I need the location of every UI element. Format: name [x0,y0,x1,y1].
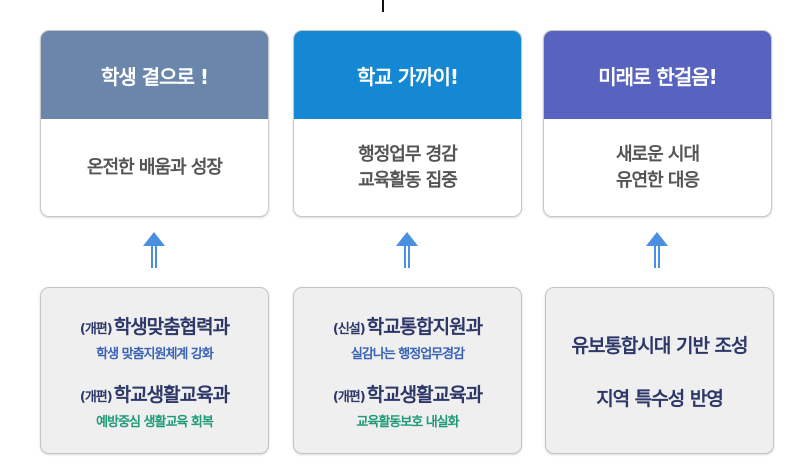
goal-card-body: 새로운 시대 유연한 대응 [544,119,771,216]
department-tag: (개편) [79,321,113,337]
department-name: (개편)학교생활교육과 [79,380,230,407]
department-name: (신설)학교통합지원과 [332,312,483,339]
goal-card-line: 새로운 시대 [615,143,700,165]
department-name: (개편)학교생활교육과 [332,380,483,407]
goal-card-body: 온전한 배움과 성장 [41,119,268,216]
department-tag: (개편) [79,389,113,405]
goal-card-line: 교육활동 집중 [358,169,458,191]
department-box-1: (개편)학생맞춤협력과 학생 맞춤지원체계 강화 (개편)학교생활교육과 예방중… [40,287,269,454]
goal-card-header: 미래로 한걸음! [544,31,771,119]
department-name: (개편)학생맞춤협력과 [79,312,230,339]
department-desc: 학생 맞춤지원체계 강화 [96,346,214,362]
initiative-item: 유보통합시대 기반 조성 [571,334,748,357]
department-title: 학교생활교육과 [113,383,230,406]
goal-card-future: 미래로 한걸음! 새로운 시대 유연한 대응 [543,30,772,217]
department-desc: 교육활동보호 내실화 [356,414,459,430]
department-tag: (신설) [332,321,366,337]
department-title: 학교생활교육과 [366,383,483,406]
goal-card-schools: 학교 가까이! 행정업무 경감 교육활동 집중 [293,30,522,217]
initiative-item: 지역 특수성 반영 [596,387,724,410]
up-arrow-icon [396,232,418,268]
up-arrow-icon [646,232,668,268]
department-tag: (개편) [332,389,366,405]
department-desc: 실감나는 행정업무경감 [350,346,465,362]
department-title: 학생맞춤협력과 [113,315,230,338]
department-title: 학교통합지원과 [366,315,483,338]
up-arrow-icon [143,232,165,268]
text-cursor [382,0,384,12]
goal-card-line: 행정업무 경감 [358,143,458,165]
goal-card-body: 행정업무 경감 교육활동 집중 [294,119,521,216]
department-box-2: (신설)학교통합지원과 실감나는 행정업무경감 (개편)학교생활교육과 교육활동… [293,287,522,454]
goal-card-header: 학교 가까이! [294,31,521,119]
goal-card-students: 학생 곁으로 ! 온전한 배움과 성장 [40,30,269,217]
department-box-3: 유보통합시대 기반 조성 지역 특수성 반영 [545,287,774,454]
goal-card-line: 유연한 대응 [615,169,700,191]
department-desc: 예방중심 생활교육 회복 [96,414,214,430]
goal-card-line: 온전한 배움과 성장 [86,156,223,178]
goal-card-header: 학생 곁으로 ! [41,31,268,119]
